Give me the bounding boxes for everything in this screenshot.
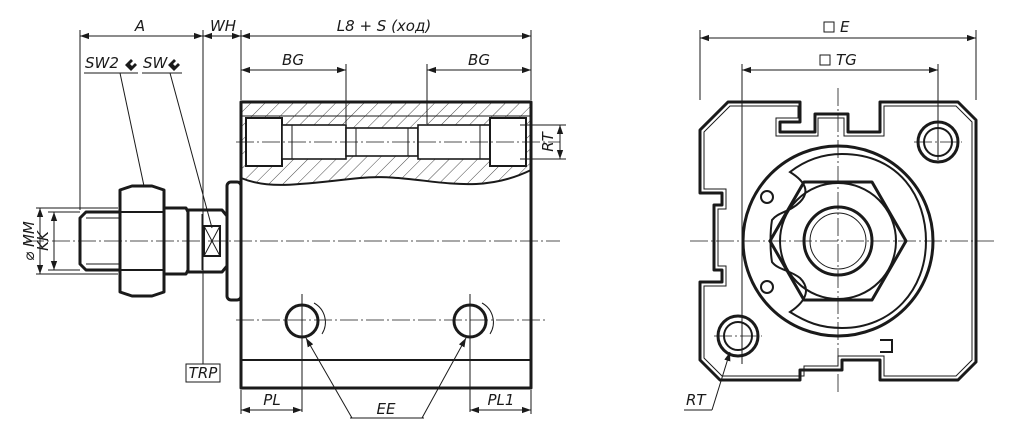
front-rod-inner bbox=[809, 212, 867, 270]
trp-box bbox=[185, 363, 221, 383]
front-hex-nut bbox=[768, 180, 908, 302]
wrench-icon bbox=[125, 59, 137, 71]
label-kk: KK bbox=[34, 230, 52, 251]
label-tg: TG bbox=[836, 51, 857, 69]
label-wh: WH bbox=[210, 17, 236, 35]
sw-leader bbox=[169, 72, 213, 229]
port-right bbox=[452, 294, 494, 412]
port-left bbox=[284, 294, 326, 412]
label-sw: SW bbox=[143, 54, 169, 72]
side-view: A WH L8 + S (ход) BG BG RT SW2 SW ⌀ MM bbox=[20, 17, 566, 419]
front-view: E TG RT bbox=[684, 18, 996, 411]
front-slot-right bbox=[880, 339, 893, 353]
front-small-hole-top bbox=[760, 190, 774, 204]
label-sw2: SW2 bbox=[85, 54, 119, 72]
label-l8-stroke: L8 + S (ход) bbox=[337, 17, 431, 35]
square-symbol-icon bbox=[819, 54, 831, 66]
label-bg-right: BG bbox=[468, 51, 490, 69]
tie-hole-bottom-left bbox=[714, 314, 762, 358]
wrench-icon bbox=[168, 59, 180, 71]
ee-leader-left bbox=[305, 337, 353, 419]
square-symbol-icon bbox=[823, 21, 835, 33]
ee-leader-right bbox=[421, 337, 467, 419]
front-nut-face bbox=[779, 182, 897, 300]
label-rt-side: RT bbox=[539, 130, 557, 151]
rt-front-leader bbox=[711, 351, 731, 411]
label-a: A bbox=[134, 17, 145, 35]
tie-hole-top-right bbox=[914, 120, 962, 164]
label-pl1: PL1 bbox=[488, 391, 515, 409]
jam-nut bbox=[118, 184, 190, 298]
label-pl: PL bbox=[263, 391, 280, 409]
label-ee: EE bbox=[377, 400, 396, 418]
front-boss bbox=[741, 144, 935, 338]
front-boss-recess bbox=[769, 152, 928, 330]
sw2-leader bbox=[119, 72, 145, 187]
label-trp: TRP bbox=[189, 364, 219, 382]
front-outline bbox=[698, 100, 978, 382]
label-rt-front: RT bbox=[686, 391, 707, 409]
label-e: E bbox=[840, 18, 850, 36]
front-inner-outline bbox=[703, 105, 973, 377]
front-rod bbox=[802, 205, 874, 277]
label-mm: ⌀ MM bbox=[20, 221, 38, 261]
front-small-hole-bottom bbox=[760, 280, 774, 294]
label-bg-left: BG bbox=[282, 51, 304, 69]
